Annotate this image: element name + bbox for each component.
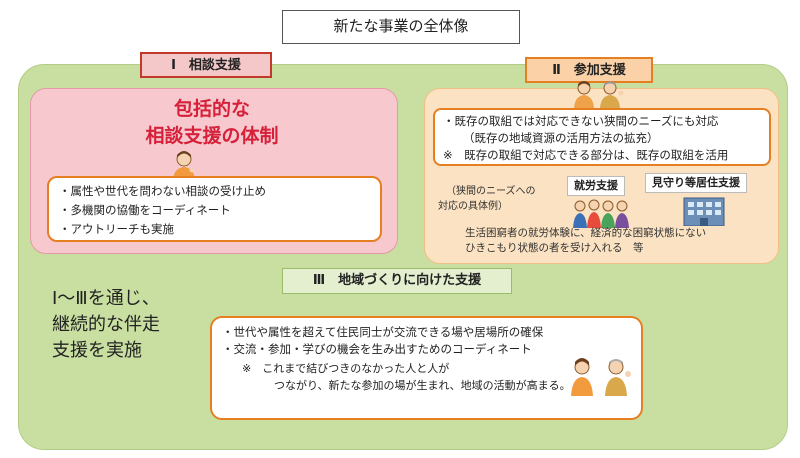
- continuous-support-text: Ⅰ～Ⅲを通じ、 継続的な伴走 支援を実施: [52, 286, 222, 364]
- community-people-icon: [571, 358, 631, 396]
- community-note-line2: つながり、新たな参加の場が生まれ、地域の活動が高まる。: [274, 379, 571, 392]
- list-item: ・アウトリーチも実施: [59, 222, 174, 236]
- participation-line: （既存の地域資源の活用方法の拡充）: [463, 131, 659, 145]
- participation-example: 生活困窮者の就労体験に、経済的な困窮状態にない ひきこもり状態の者を受け入れる …: [465, 226, 765, 256]
- example-caption-line1: （狭間のニーズへの: [446, 186, 536, 197]
- side-text-line2: 継続的な伴走: [52, 314, 160, 335]
- apartment-building-icon: [683, 197, 725, 226]
- employment-support-tag: 就労支援: [567, 176, 625, 196]
- participation-note: ※ 既存の取組で対応できる部分は、既存の取組を活用: [443, 148, 729, 162]
- group-people-icon: [573, 199, 629, 228]
- section-3-label: Ⅲ 地域づくりに向けた支援: [282, 268, 512, 294]
- example-caption: （狭間のニーズへの 対応の具体例）: [438, 184, 558, 214]
- community-note-line1: ※ これまで結びつきのなかった人と人が: [242, 362, 450, 375]
- side-text-line3: 支援を実施: [52, 340, 142, 361]
- housing-support-tag: 見守り等居住支援: [645, 173, 747, 193]
- participation-line: ・既存の取組では対応できない狭間のニーズにも対応: [443, 114, 719, 128]
- consultation-heading-line2: 相談支援の体制: [145, 125, 279, 147]
- side-text-line1: Ⅰ～Ⅲを通じ、: [52, 288, 160, 309]
- community-box: ・世代や属性を超えて住民同士が交流できる場や居場所の確保 ・交流・参加・学びの機…: [210, 316, 643, 420]
- consultation-heading-line1: 包括的な: [173, 98, 250, 120]
- example-caption-line2: 対応の具体例）: [438, 201, 508, 212]
- list-item: ・属性や世代を問わない相談の受け止め: [59, 184, 266, 198]
- section-2-label: Ⅱ 参加支援: [525, 57, 653, 83]
- diagram-title: 新たな事業の全体像: [282, 10, 520, 44]
- consultation-heading: 包括的な 相談支援の体制: [112, 96, 312, 150]
- list-item: ・世代や属性を超えて住民同士が交流できる場や居場所の確保: [222, 325, 544, 339]
- two-people-icon: [574, 81, 624, 108]
- participation-example-line2: ひきこもり状態の者を受け入れる 等: [465, 242, 644, 254]
- section-1-label: Ⅰ 相談支援: [140, 52, 272, 78]
- list-item: ・多機関の協働をコーディネート: [59, 203, 231, 217]
- consultation-list: ・属性や世代を問わない相談の受け止め ・多機関の協働をコーディネート ・アウトリ…: [47, 176, 382, 242]
- participation-example-line1: 生活困窮者の就労体験に、経済的な困窮状態にない: [465, 227, 707, 239]
- list-item: ・交流・参加・学びの機会を生み出すためのコーディネート: [222, 342, 532, 356]
- participation-box: ・既存の取組では対応できない狭間のニーズにも対応 （既存の地域資源の活用方法の拡…: [433, 108, 771, 166]
